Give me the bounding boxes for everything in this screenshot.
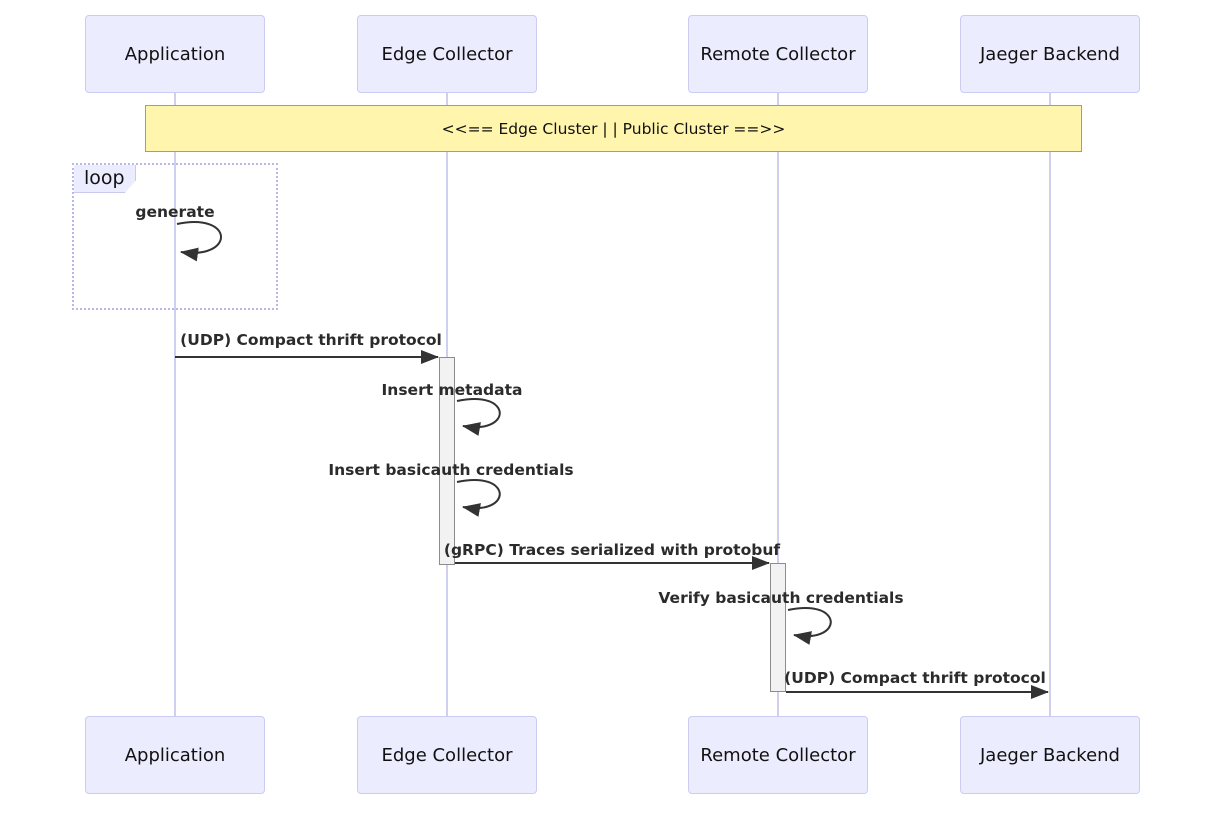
actor-application-top: Application <box>85 15 265 93</box>
message-grpc-protobuf: (gRPC) Traces serialized with protobuf <box>443 541 781 559</box>
arrow-insert-metadata-self <box>456 398 501 436</box>
message-insert-metadata: Insert metadata <box>381 381 523 399</box>
note-text: <<== Edge Cluster | | Public Cluster ==>… <box>441 119 786 138</box>
message-generate: generate <box>135 203 215 221</box>
lifeline-application <box>174 92 176 716</box>
actor-label: Application <box>124 43 226 65</box>
actor-remote-collector-top: Remote Collector <box>688 15 868 93</box>
lifeline-remote-collector <box>777 92 779 716</box>
actor-label: Jaeger Backend <box>979 744 1120 766</box>
actor-edge-collector-bottom: Edge Collector <box>357 716 537 794</box>
message-udp-thrift-1: (UDP) Compact thrift protocol <box>180 331 442 349</box>
loop-label: loop <box>84 167 125 189</box>
actor-label: Edge Collector <box>381 744 513 766</box>
actor-edge-collector-top: Edge Collector <box>357 15 537 93</box>
loop-label-tab: loop <box>74 165 136 193</box>
actor-label: Remote Collector <box>700 43 856 65</box>
lifeline-jaeger-backend <box>1049 92 1051 716</box>
activation-edge-collector <box>439 357 455 565</box>
arrow-insert-basicauth-self <box>456 479 501 517</box>
message-udp-thrift-2: (UDP) Compact thrift protocol <box>784 669 1046 687</box>
actor-remote-collector-bottom: Remote Collector <box>688 716 868 794</box>
loop-frame: loop <box>72 163 278 310</box>
message-insert-basicauth: Insert basicauth credentials <box>328 461 574 479</box>
arrow-verify-basicauth-self <box>787 607 832 645</box>
actor-label: Application <box>124 744 226 766</box>
activation-remote-collector <box>770 563 786 692</box>
arrow-generate-self <box>176 221 222 262</box>
actor-application-bottom: Application <box>85 716 265 794</box>
actor-label: Edge Collector <box>381 43 513 65</box>
message-verify-basicauth: Verify basicauth credentials <box>658 589 904 607</box>
actor-label: Remote Collector <box>700 744 856 766</box>
actor-jaeger-backend-top: Jaeger Backend <box>960 15 1140 93</box>
actor-label: Jaeger Backend <box>979 43 1120 65</box>
actor-jaeger-backend-bottom: Jaeger Backend <box>960 716 1140 794</box>
cluster-note: <<== Edge Cluster | | Public Cluster ==>… <box>145 105 1082 152</box>
